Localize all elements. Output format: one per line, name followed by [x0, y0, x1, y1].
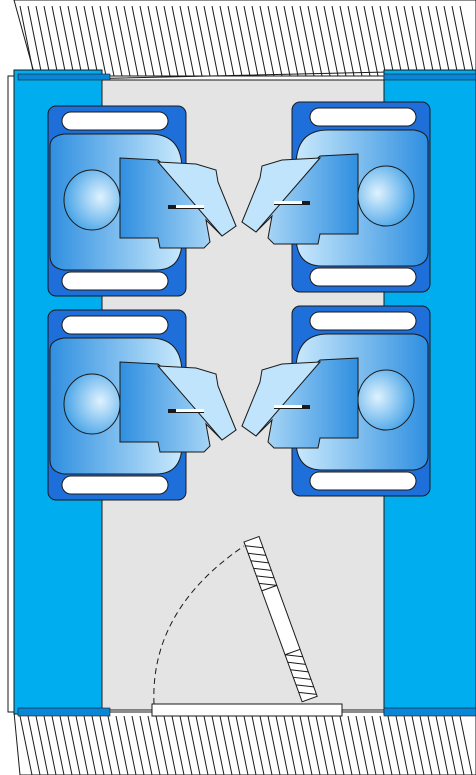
- top-wall: [13, 0, 476, 81]
- swing-door-icon: [151, 535, 343, 717]
- bottom-wall: [13, 711, 476, 775]
